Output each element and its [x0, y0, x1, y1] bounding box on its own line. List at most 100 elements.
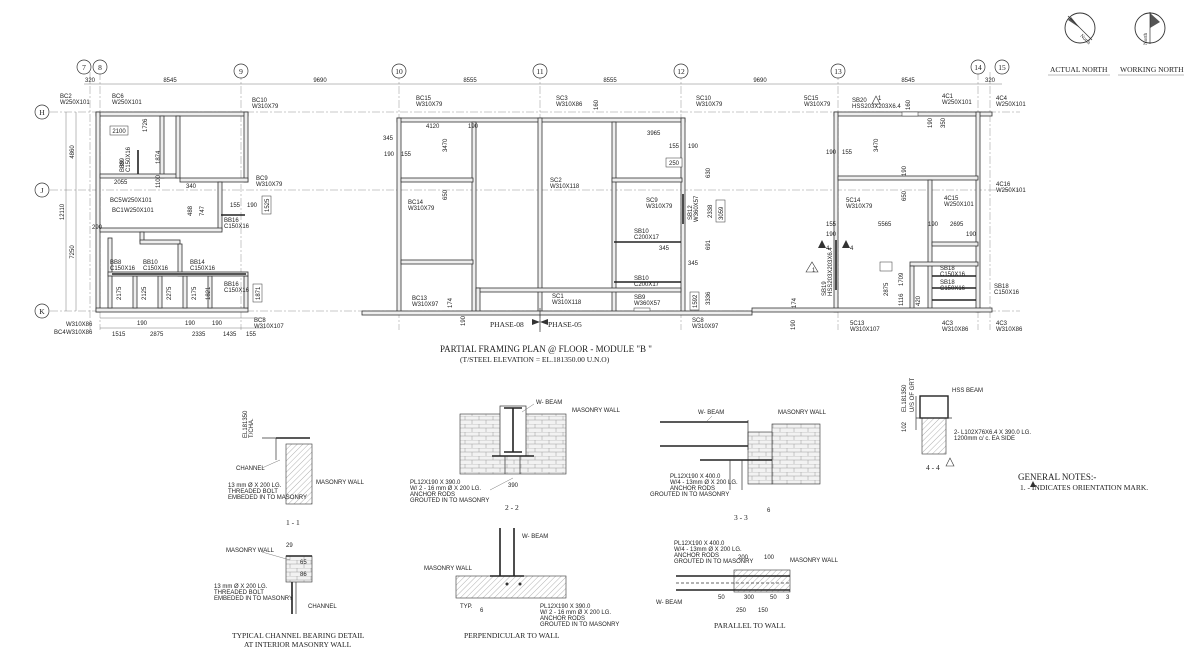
svg-text:HSS203X203X6.4: HSS203X203X6.4	[828, 247, 834, 296]
svg-text:W310X86: W310X86	[66, 322, 93, 328]
svg-text:420: 420	[916, 295, 922, 306]
left-dimensions: 4860 12110 7250	[60, 112, 77, 311]
svg-text:488: 488	[188, 205, 194, 216]
svg-text:1116: 1116	[899, 293, 905, 306]
svg-text:C150X16: C150X16	[224, 224, 250, 230]
svg-text:W310X118: W310X118	[552, 300, 582, 306]
svg-text:W250X101: W250X101	[112, 100, 142, 106]
svg-text:BC15: BC15	[416, 96, 432, 102]
svg-text:ANCHOR RODS: ANCHOR RODS	[674, 553, 719, 559]
svg-text:SC8: SC8	[692, 318, 704, 324]
svg-text:8: 8	[98, 63, 102, 72]
svg-text:EMBEDED IN TO MASONRY: EMBEDED IN TO MASONRY	[214, 596, 293, 602]
svg-text:BB16: BB16	[224, 282, 239, 288]
svg-text:13 mm Ø X 200 LG.: 13 mm Ø X 200 LG.	[228, 483, 282, 489]
svg-text:65: 65	[300, 560, 307, 566]
svg-text:EMBEDED IN TO MASONRY: EMBEDED IN TO MASONRY	[228, 495, 307, 501]
svg-text:345: 345	[659, 246, 670, 252]
svg-text:PL12X190 X 390.0: PL12X190 X 390.0	[540, 604, 591, 610]
svg-text:GROUTED IN TO MASONRY: GROUTED IN TO MASONRY	[410, 498, 489, 504]
phase-labels: PHASE-08 PHASE-05	[490, 308, 582, 332]
svg-text:W310X79: W310X79	[408, 206, 435, 212]
svg-text:C150X16: C150X16	[190, 266, 216, 272]
svg-text:SB19: SB19	[822, 281, 828, 296]
svg-text:W310X86: W310X86	[942, 327, 969, 333]
detail-perpendicular: W- BEAM MASONRY WALL TYP. 6 PL12X190 X 3…	[424, 528, 619, 640]
detail-parallel: PL12X190 X 400.0 W/4 - 13mm Ø X 200 LG. …	[656, 541, 839, 630]
svg-text:3470: 3470	[443, 138, 449, 152]
svg-text:2175: 2175	[192, 286, 198, 300]
svg-text:K: K	[39, 307, 45, 316]
svg-text:W310X79: W310X79	[646, 204, 673, 210]
svg-text:1 - 1: 1 - 1	[286, 518, 300, 527]
svg-text:1: 1	[878, 96, 882, 102]
actual-north-label: ACTUAL NORTH	[1050, 65, 1108, 74]
framing-block-middle: BC15 W310X79 BC14 W310X79 BC13 W310X97 S…	[361, 96, 753, 330]
svg-text:W250X101: W250X101	[60, 100, 90, 106]
svg-text:4C1: 4C1	[942, 94, 954, 100]
svg-text:889: 889	[120, 157, 126, 168]
svg-text:C200X17: C200X17	[634, 235, 660, 241]
svg-text:150: 150	[758, 608, 769, 614]
svg-text:3965: 3965	[647, 131, 661, 137]
svg-text:2875: 2875	[884, 282, 890, 296]
svg-text:HSS203X203X6.4: HSS203X203X6.4	[852, 104, 901, 110]
svg-text:3: 3	[786, 595, 790, 601]
svg-text:1: 1	[812, 268, 816, 274]
svg-text:4120: 4120	[426, 124, 440, 130]
svg-text:4 - 4: 4 - 4	[926, 463, 940, 472]
svg-text:C200X17: C200X17	[634, 282, 660, 288]
north-arrows: North ACTUAL NORTH North WORKING NORTH	[1048, 12, 1184, 76]
svg-text:ANCHOR RODS: ANCHOR RODS	[540, 616, 585, 622]
column-grid-bubbles: 7 8 9 10 11 12 13 14 15	[76, 59, 1010, 79]
svg-text:250: 250	[736, 608, 747, 614]
svg-text:BB9: BB9	[120, 160, 126, 172]
svg-text:BC10: BC10	[252, 98, 268, 104]
svg-text:SB20: SB20	[852, 98, 867, 104]
svg-text:1525: 1525	[265, 198, 271, 212]
svg-text:4C3: 4C3	[996, 321, 1008, 327]
svg-text:SB18: SB18	[940, 280, 955, 286]
svg-text:190: 190	[826, 150, 837, 156]
svg-text:190: 190	[185, 321, 196, 327]
svg-text:650: 650	[902, 190, 908, 201]
svg-text:W/ 2 - 16 mm Ø X 200 LG.: W/ 2 - 16 mm Ø X 200 LG.	[410, 486, 481, 492]
svg-text:6: 6	[767, 508, 771, 514]
svg-text:PHASE-05: PHASE-05	[548, 320, 582, 329]
svg-text:350: 350	[941, 117, 947, 128]
svg-text:C150X16: C150X16	[940, 286, 966, 292]
svg-text:W310X79: W310X79	[256, 182, 283, 188]
svg-text:C150X16: C150X16	[143, 266, 169, 272]
svg-text:W360X57: W360X57	[634, 301, 661, 307]
svg-text:SC9: SC9	[646, 198, 658, 204]
svg-text:BC4: BC4	[54, 330, 66, 336]
svg-text:W310X79: W310X79	[252, 104, 279, 110]
svg-text:190: 190	[966, 232, 977, 238]
svg-text:CHANNEL: CHANNEL	[236, 466, 265, 472]
svg-text:190: 190	[468, 124, 479, 130]
framing-block-right: 5C15 W310X79 SB20 HSS203X203X6.4 4C1 W25…	[751, 94, 1026, 333]
svg-text:W310X86: W310X86	[66, 330, 93, 336]
svg-text:155: 155	[401, 152, 412, 158]
svg-text:11: 11	[536, 67, 543, 76]
svg-text:2875: 2875	[150, 332, 164, 338]
svg-text:250: 250	[669, 161, 680, 167]
svg-text:1726: 1726	[143, 118, 149, 132]
svg-text:174: 174	[448, 297, 454, 308]
svg-text:BC6: BC6	[112, 94, 124, 100]
svg-text:2338: 2338	[708, 204, 714, 218]
svg-text:155: 155	[842, 150, 853, 156]
svg-text:300: 300	[744, 595, 755, 601]
detail-1-1: EL181350 T/CHA. CHANNEL MASONRY WALL 13 …	[228, 410, 365, 527]
svg-text:340: 340	[186, 184, 197, 190]
row-grid-bubbles: H J K	[34, 104, 50, 319]
svg-text:7250: 7250	[70, 245, 76, 259]
svg-text:747: 747	[200, 205, 206, 216]
svg-text:4C16: 4C16	[996, 182, 1011, 188]
svg-text:C150X16: C150X16	[940, 272, 966, 278]
svg-text:160: 160	[906, 99, 912, 110]
svg-text:2275: 2275	[167, 286, 173, 300]
notes-title: GENERAL NOTES:-	[1018, 472, 1096, 482]
svg-text:4C3: 4C3	[942, 321, 954, 327]
svg-text:190: 190	[212, 321, 223, 327]
